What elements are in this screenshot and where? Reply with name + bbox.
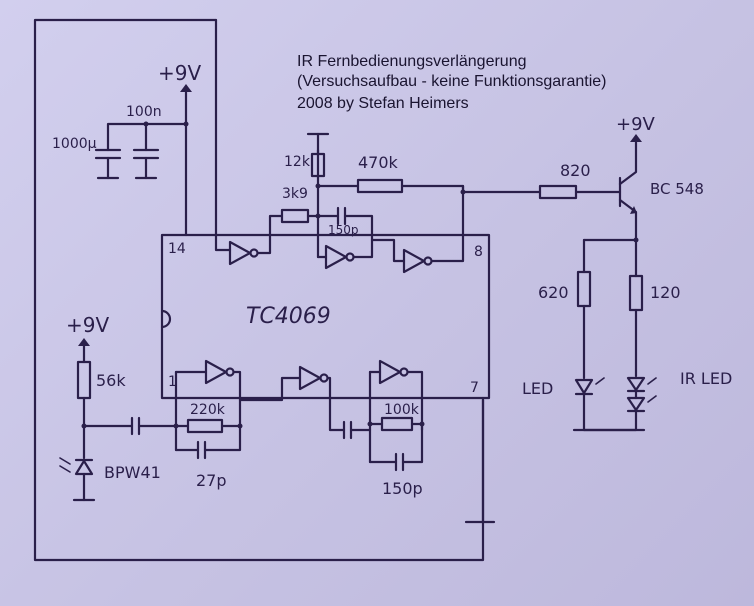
inverter-upper-3 bbox=[402, 248, 426, 274]
transistor-emitter bbox=[618, 198, 638, 242]
resistor-100k bbox=[380, 416, 414, 432]
resistor-220k bbox=[186, 418, 224, 434]
inverter-upper-1 bbox=[228, 240, 252, 266]
label-ir-led: IR LED bbox=[680, 369, 732, 388]
label-220k: 220k bbox=[190, 402, 226, 418]
label-27p: 27p bbox=[196, 471, 227, 490]
label-820: 820 bbox=[560, 161, 591, 180]
inverter-1-input-wire bbox=[214, 231, 232, 252]
label-3k9: 3k9 bbox=[282, 186, 308, 202]
title-line-2: (Versuchsaufbau - keine Funktionsgaranti… bbox=[297, 73, 607, 90]
label-620: 620 bbox=[538, 283, 569, 302]
title-line-1: IR Fernbedienungsverlängerung bbox=[297, 53, 526, 70]
ic-body bbox=[160, 233, 491, 400]
title-line-3: 2008 by Stefan Heimers bbox=[297, 95, 469, 112]
label-bc548: BC 548 bbox=[650, 180, 704, 198]
resistor-620 bbox=[576, 270, 592, 308]
label-120: 120 bbox=[650, 283, 681, 302]
photodiode bbox=[74, 459, 94, 476]
resistor-3k9 bbox=[280, 208, 310, 224]
ir-led-2 bbox=[626, 396, 646, 412]
cap-wire bbox=[106, 122, 188, 152]
label-100k: 100k bbox=[384, 402, 420, 418]
resistor-470k bbox=[356, 178, 404, 194]
ir-led-1 bbox=[626, 376, 646, 392]
inverter-lower-1 bbox=[204, 359, 228, 385]
ic-pin-7: 7 bbox=[470, 380, 479, 396]
supply-arrow-left bbox=[78, 338, 90, 346]
ic-pin-1: 1 bbox=[168, 374, 177, 390]
label-12k: 12k bbox=[284, 154, 311, 170]
supply-arrow-top bbox=[180, 84, 192, 92]
led-visible bbox=[574, 378, 594, 395]
resistor-820 bbox=[538, 184, 578, 200]
label-100n: 100n bbox=[126, 104, 162, 120]
inverter-lower-2 bbox=[298, 365, 322, 391]
ic-pin-14: 14 bbox=[168, 241, 186, 257]
inverter-lower-3 bbox=[378, 359, 402, 385]
ic-name: TC4069 bbox=[246, 304, 331, 329]
supply-label-left: +9V bbox=[66, 313, 109, 337]
supply-arrow-right bbox=[630, 134, 642, 142]
label-led: LED bbox=[522, 379, 553, 398]
inverter-upper-2 bbox=[324, 244, 348, 270]
resistor-120 bbox=[628, 274, 644, 312]
resistor-56k bbox=[76, 360, 92, 400]
ic-pin-8: 8 bbox=[474, 244, 483, 260]
label-470k: 470k bbox=[358, 153, 399, 172]
label-1000u: 1000µ bbox=[52, 136, 97, 152]
label-56k: 56k bbox=[96, 371, 126, 390]
label-bpw41: BPW41 bbox=[104, 463, 161, 482]
label-150p-top: 150p bbox=[328, 223, 359, 237]
ic-notch bbox=[160, 309, 172, 329]
label-150p-bottom: 150p bbox=[382, 479, 423, 498]
transistor-collector bbox=[618, 138, 638, 186]
supply-label-top: +9V bbox=[158, 61, 201, 85]
supply-label-right: +9V bbox=[616, 114, 656, 135]
